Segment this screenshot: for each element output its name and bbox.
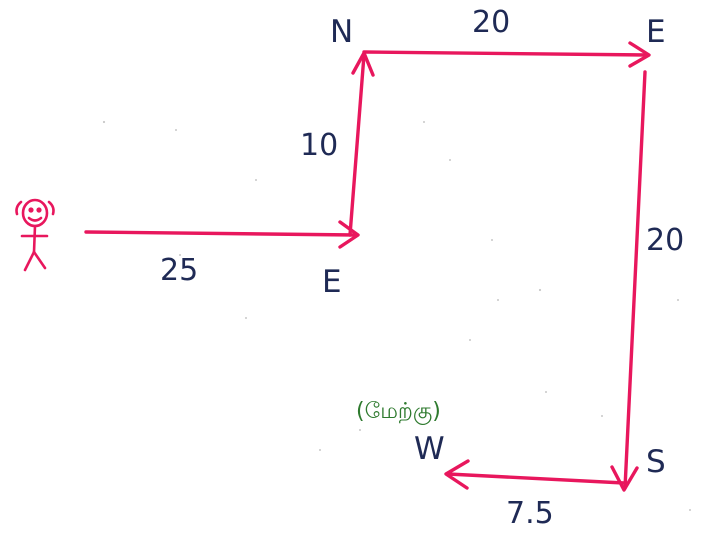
direction-label-south: S [646,444,666,480]
distance-label-20-right: 20 [646,223,684,258]
paper-specks [103,121,691,511]
direction-label-north: N [330,14,353,50]
distance-label-10: 10 [300,128,338,163]
distance-label-25: 25 [160,253,198,288]
segment-east-25 [86,232,356,235]
direction-label-east-2: E [646,14,666,50]
segment-north-10 [350,55,364,235]
direction-label-east-1: E [322,264,342,300]
segment-west-7-5 [448,474,624,483]
stick-figure-person-icon [17,200,54,270]
segment-east-20 [364,52,648,55]
distance-label-20-top: 20 [472,5,510,40]
west-tamil-annotation: (மேற்கு) [356,399,441,425]
segment-south-20 [625,72,645,488]
distance-label-7-5: 7.5 [506,496,554,531]
direction-label-west: W [414,431,445,467]
